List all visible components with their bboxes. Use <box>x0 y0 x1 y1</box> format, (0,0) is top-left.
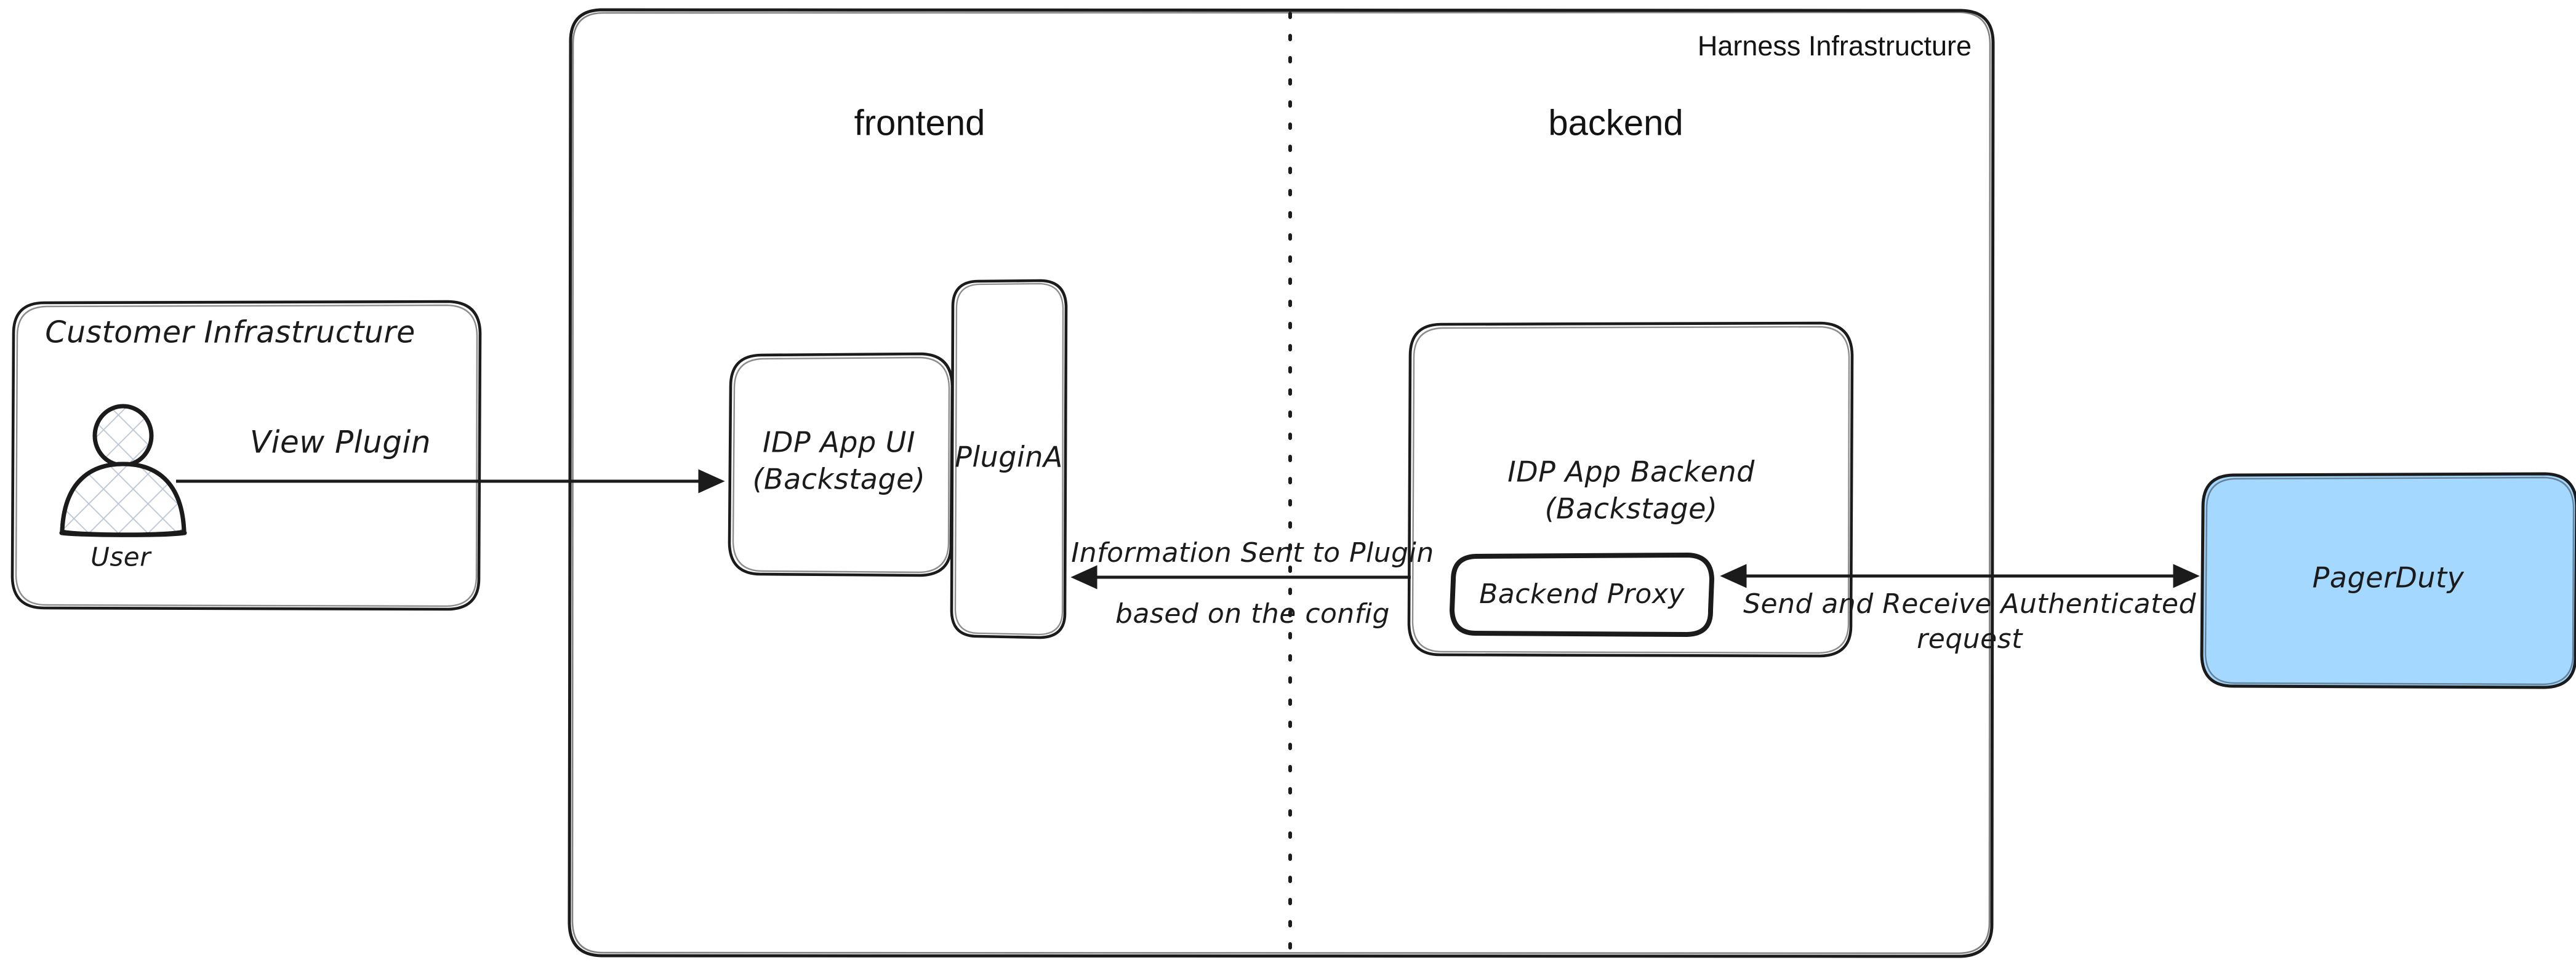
pagerduty-box <box>2200 472 2576 689</box>
edge-authenticated-request-label-line1: Send and Receive Authenticated <box>1743 588 2196 620</box>
customer-infrastructure-box <box>10 300 482 611</box>
edge-information-sent-label-line1: Information Sent to Plugin <box>1071 537 1434 569</box>
idp-app-ui-label-line1: IDP App UI <box>763 426 915 459</box>
backend-proxy-label: Backend Proxy <box>1479 578 1685 610</box>
edge-authenticated-request-label-line2: request <box>1917 623 2023 655</box>
idp-app-ui-box <box>728 352 954 577</box>
frontend-label: frontend <box>854 103 985 143</box>
idp-app-ui-label-line2: (Backstage) <box>753 463 926 496</box>
user-icon <box>59 404 187 537</box>
edge-information-sent-label-line2: based on the config <box>1115 598 1390 630</box>
idp-app-backend-label-line1: IDP App Backend <box>1507 455 1755 489</box>
pagerduty-label: PagerDuty <box>2313 561 2465 594</box>
user-label: User <box>90 542 152 572</box>
plugin-a-box <box>950 279 1068 639</box>
backend-proxy-box <box>1450 553 1714 637</box>
backend-label: backend <box>1548 103 1683 143</box>
harness-infrastructure-container <box>568 8 1995 958</box>
idp-app-backend-box <box>1407 321 1854 658</box>
plugin-a-label: PluginA <box>955 441 1063 474</box>
edge-view-plugin-label: View Plugin <box>250 425 431 460</box>
harness-infrastructure-label: Harness Infrastructure <box>1698 30 1972 62</box>
idp-app-backend-label-line2: (Backstage) <box>1545 492 1718 526</box>
customer-infrastructure-label: Customer Infrastructure <box>45 315 415 350</box>
